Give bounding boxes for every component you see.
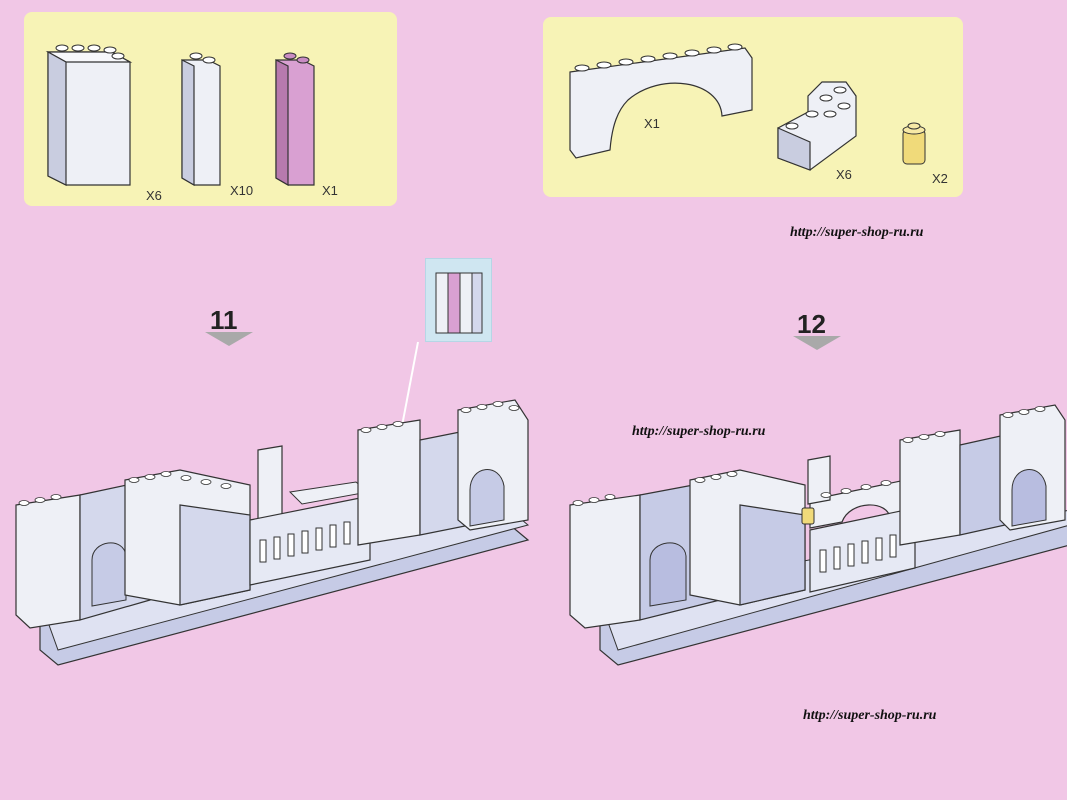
- qty-label-corner-block: X6: [836, 167, 852, 182]
- qty-label-arch: X1: [644, 116, 660, 131]
- watermark-url: http://super-shop-ru.ru: [790, 225, 924, 240]
- step-number-11: 11: [210, 305, 238, 335]
- tall-wall-panel-icon: [45, 44, 133, 186]
- qty-label-yellow-stud: X2: [932, 171, 948, 186]
- watermark-url: http://super-shop-ru.ru: [632, 424, 766, 439]
- qty-label-wall-panel: X6: [146, 188, 162, 203]
- arch-brick-icon: [569, 43, 753, 159]
- step-12-castle-model: [569, 404, 1067, 666]
- qty-label-white-column: X10: [230, 183, 254, 198]
- white-column-brick-icon: [181, 52, 221, 187]
- pink-column-brick-icon: [275, 52, 315, 187]
- step-11-down-arrow-icon: [205, 332, 253, 346]
- watermark-url: http://super-shop-ru.ru: [803, 708, 937, 723]
- callout-line: [401, 341, 419, 427]
- corner-stud-block-icon: [777, 81, 857, 171]
- yellow-round-stud-icon: [902, 122, 926, 165]
- step-11-castle-model: [15, 399, 530, 666]
- step-12-down-arrow-icon: [793, 336, 841, 350]
- step-number-12: 12: [797, 309, 826, 339]
- qty-label-pink-column: X1: [322, 183, 338, 198]
- part-placement-thumbnail: [425, 258, 492, 342]
- thumbnail-columns-icon: [435, 272, 483, 334]
